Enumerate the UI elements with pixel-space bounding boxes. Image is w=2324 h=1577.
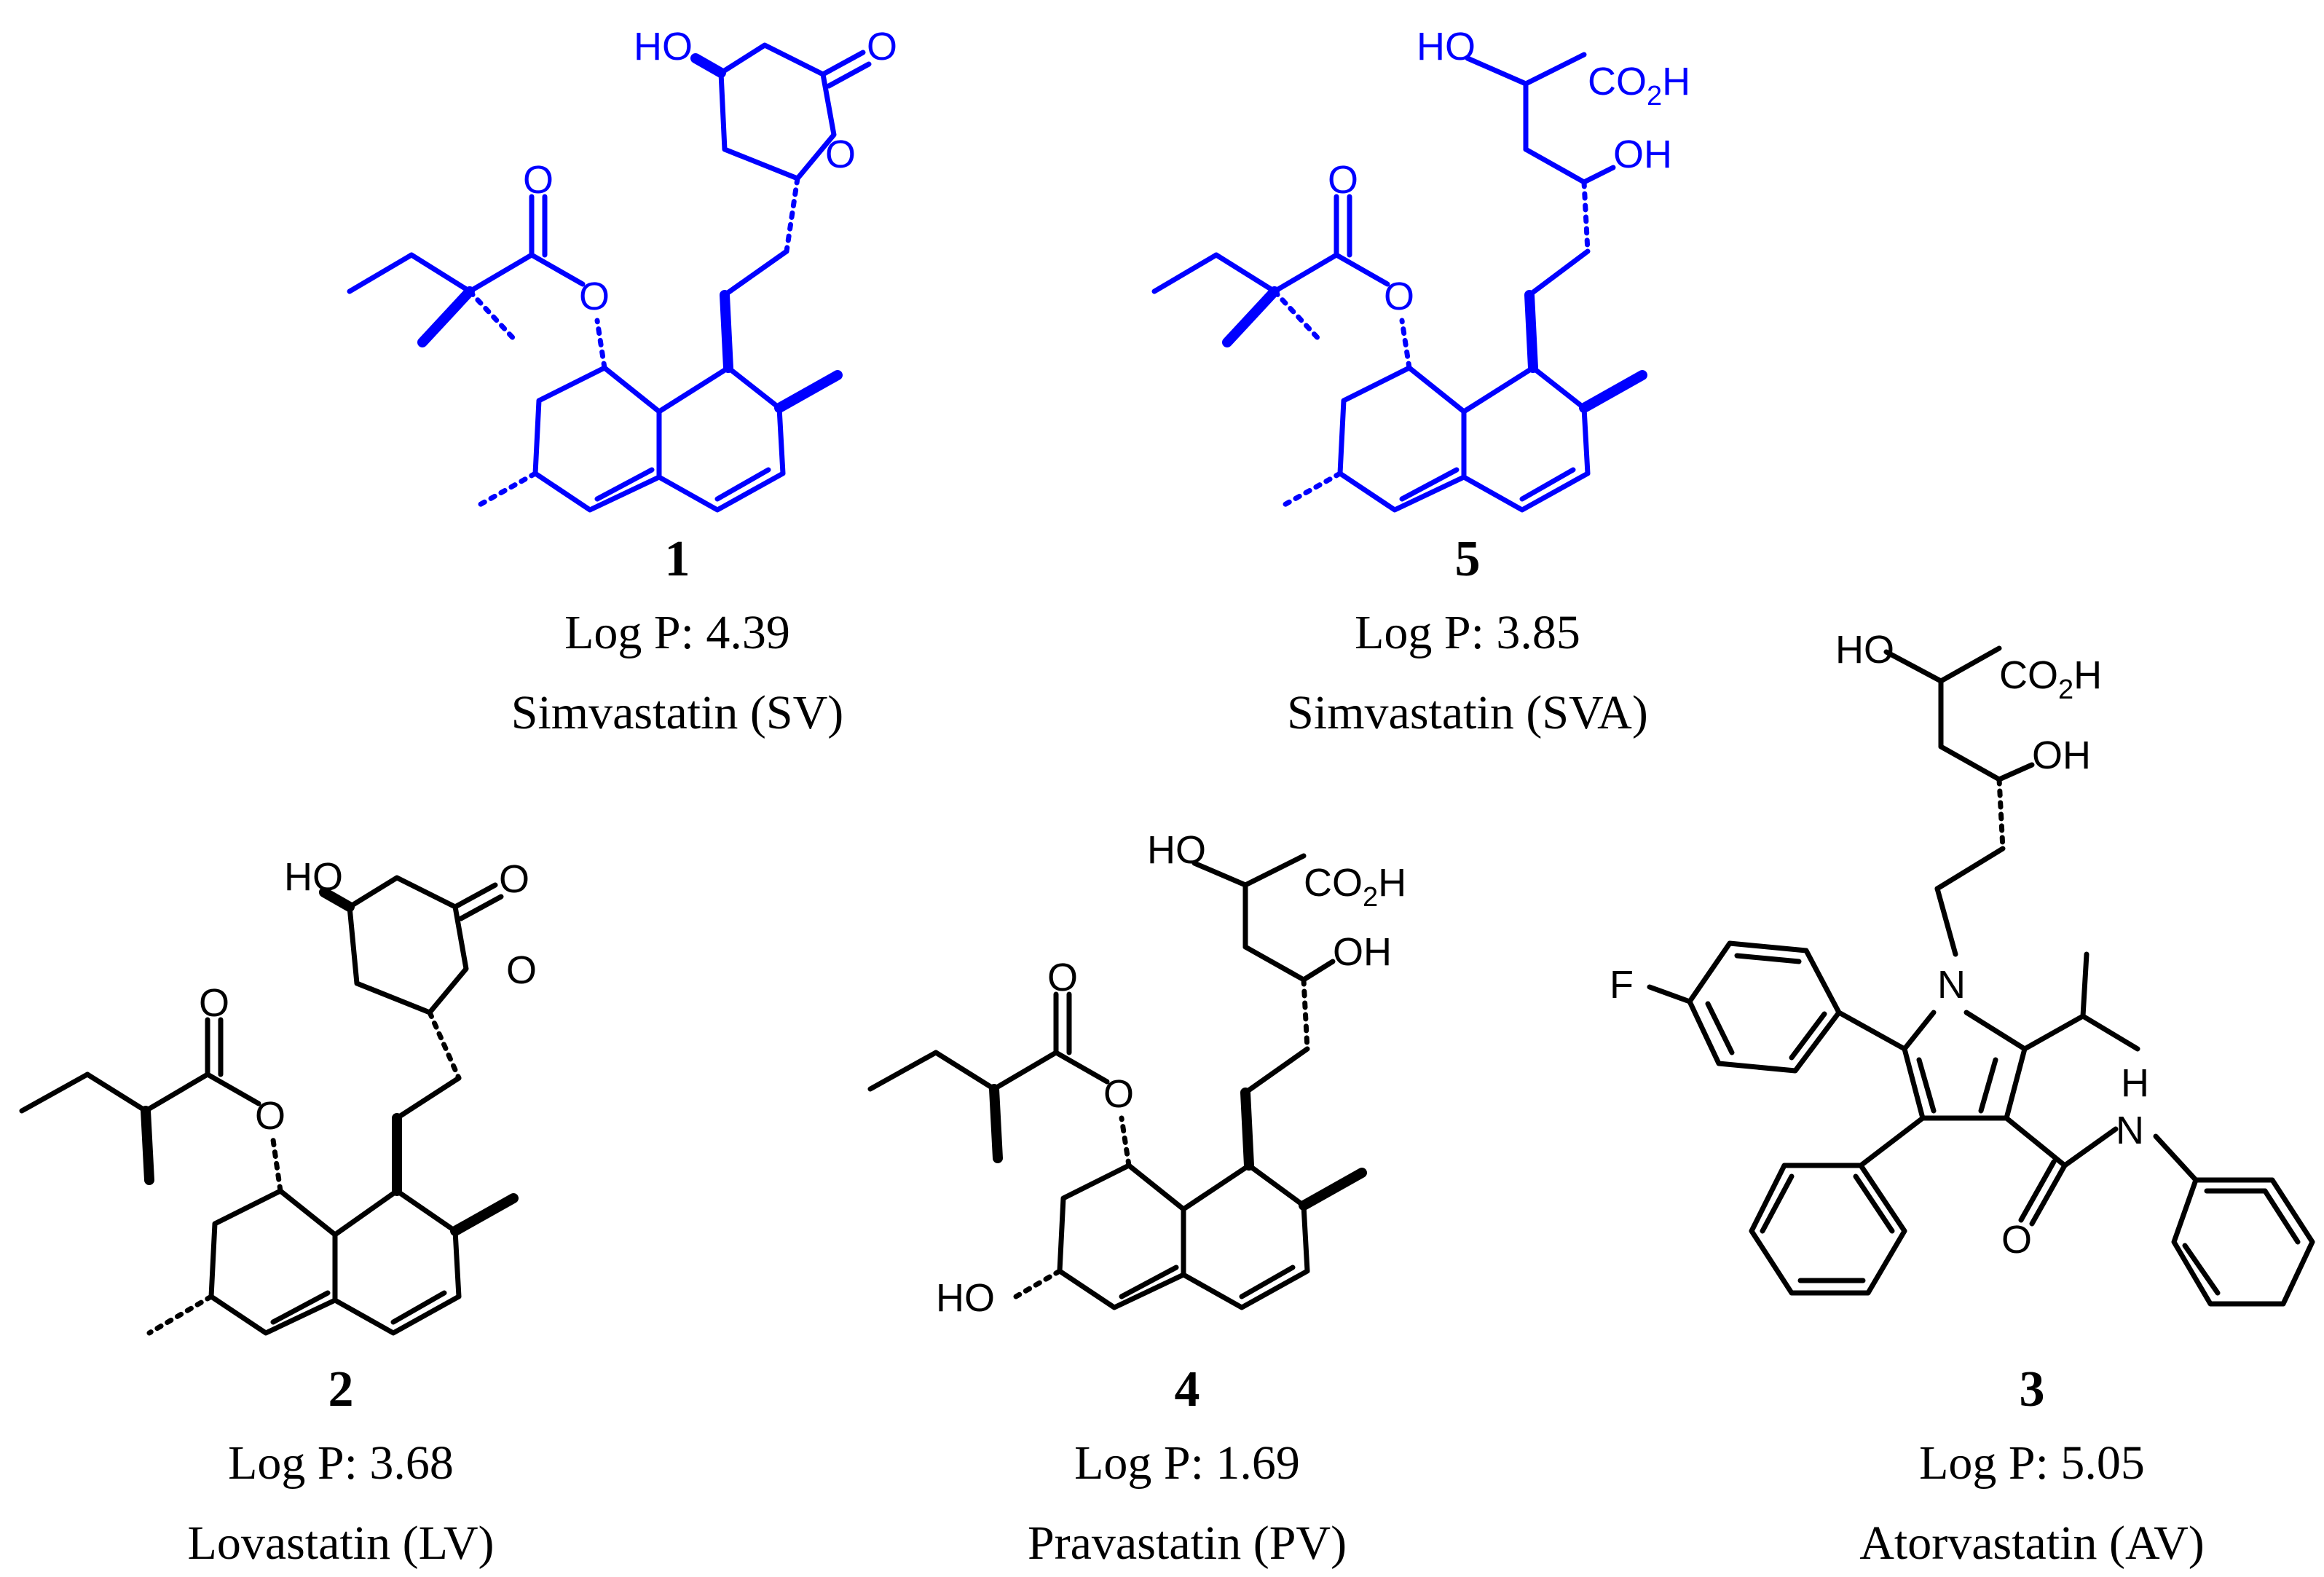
compound-3-atom-f: F	[1610, 963, 1634, 1007]
compound-3-atom-nh-h: H	[2121, 1061, 2149, 1105]
compound-1-logp: Log P: 4.39	[564, 606, 790, 659]
compound-1-hashed-bond	[784, 176, 800, 254]
compound-3-atom-oh: OH	[2032, 734, 2091, 777]
compound-4-atoms: HO CO2H OH O O HO	[936, 828, 1406, 1320]
compound-4-atom-co2h: CO2H	[1304, 861, 1406, 913]
compound-3-logp: Log P: 5.05	[1919, 1436, 2145, 1490]
compound-5-atoms: HO CO2H OH O O	[1328, 25, 1690, 318]
compound-1-number: 1	[665, 531, 690, 587]
compound-1-atom-o-ring: O	[825, 133, 856, 176]
compound-2-logp: Log P: 3.68	[228, 1436, 454, 1490]
compound-2-number: 2	[328, 1361, 354, 1417]
compound-1-lactone-ring	[718, 42, 837, 181]
compound-4-atom-o-ester-carbonyl: O	[1047, 956, 1078, 999]
compound-5-atom-ho: HO	[1417, 25, 1476, 68]
compound-3-atoms: HO CO2H OH F N H N O	[1610, 628, 2149, 1262]
compound-2-atom-o-ester: O	[255, 1094, 285, 1138]
compound-4-atom-o-ester: O	[1103, 1072, 1134, 1116]
compound-1-lactone-carbonyl-bond	[820, 50, 866, 77]
compound-5-atom-co2h: CO2H	[1588, 60, 1690, 111]
compound-5-logp: Log P: 3.85	[1355, 606, 1580, 659]
compound-4-name: Pravastatin (PV)	[1028, 1517, 1347, 1570]
compound-3-atom-o-amide: O	[2001, 1218, 2032, 1262]
compound-2-atom-o-ester-carbonyl: O	[199, 981, 229, 1025]
compound-3-atom-ho: HO	[1835, 628, 1894, 672]
compound-5-atom-o-ester: O	[1384, 275, 1414, 318]
compound-2-atoms: HO O O O O	[199, 855, 537, 1138]
compound-3-structure	[1647, 645, 2315, 1307]
compound-4-logp: Log P: 1.69	[1074, 1436, 1300, 1490]
compound-5-number: 5	[1455, 531, 1481, 587]
compound-4-atom-oh: OH	[1333, 930, 1392, 974]
compound-1-atom-o-carbonyl: O	[867, 25, 897, 68]
compound-4-structure	[867, 853, 1367, 1310]
compound-2-structure	[19, 875, 519, 1336]
compound-2-name: Lovastatin (LV)	[188, 1517, 495, 1570]
compound-1-name: Simvastatin (SV)	[511, 686, 844, 739]
compound-3-atom-n: N	[1937, 963, 1966, 1007]
compound-3-pyrrole-ring	[1902, 1010, 2028, 1121]
compound-4-atom-ho: HO	[1147, 828, 1206, 872]
compound-3-number: 3	[2020, 1361, 2045, 1417]
compound-3-atom-co2h: CO2H	[1999, 653, 2102, 705]
compound-5-atom-o-ester-carbonyl: O	[1328, 158, 1358, 202]
compound-2-atom-ho: HO	[284, 855, 343, 899]
compound-1-atoms: HO O O O O	[523, 25, 897, 318]
compound-1-atom-o-ester-carbonyl: O	[523, 158, 554, 202]
compound-1-right-ring	[656, 365, 786, 513]
compound-1-atom-o-ester: O	[579, 275, 610, 318]
compound-4-atom-ho-ring: HO	[936, 1276, 995, 1320]
compound-1-wedge-bond	[720, 290, 733, 373]
compound-1-left-ring	[532, 365, 662, 513]
compound-2-atom-o-carbonyl: O	[499, 857, 529, 901]
compound-1-structure	[347, 42, 872, 513]
compound-4-number: 4	[1175, 1361, 1200, 1417]
compound-5-atom-oh: OH	[1613, 133, 1672, 176]
compound-1-atom-ho: HO	[634, 25, 693, 68]
compound-3-atom-nh-n: N	[2116, 1109, 2144, 1152]
compound-3-name: Atorvastatin (AV)	[1859, 1517, 2205, 1570]
compound-5-name: Simvastatin (SVA)	[1287, 686, 1648, 739]
compound-5-structure	[1151, 52, 1647, 513]
compound-2-atom-o-ring: O	[506, 948, 537, 992]
